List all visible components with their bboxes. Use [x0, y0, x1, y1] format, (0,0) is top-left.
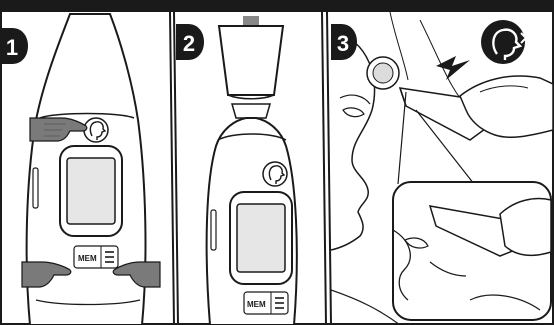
- lcd-screen: [67, 158, 115, 224]
- step-3-number: 3: [337, 31, 349, 56]
- step-2-number: 2: [183, 31, 195, 56]
- panel-step-2: MEM 2: [176, 16, 297, 325]
- probe-cover: [219, 26, 283, 95]
- face-outline: [331, 30, 375, 250]
- mem-button-label-2[interactable]: MEM: [247, 300, 266, 309]
- face-profile-badge: [481, 20, 525, 64]
- lcd-screen-2: [237, 204, 285, 272]
- mem-button-label[interactable]: MEM: [78, 254, 97, 263]
- step-1-number: 1: [6, 35, 18, 60]
- panel-step-3: 3: [331, 12, 553, 325]
- panel-step-1: MEM 1: [0, 14, 160, 325]
- lightning-icon: [436, 56, 470, 80]
